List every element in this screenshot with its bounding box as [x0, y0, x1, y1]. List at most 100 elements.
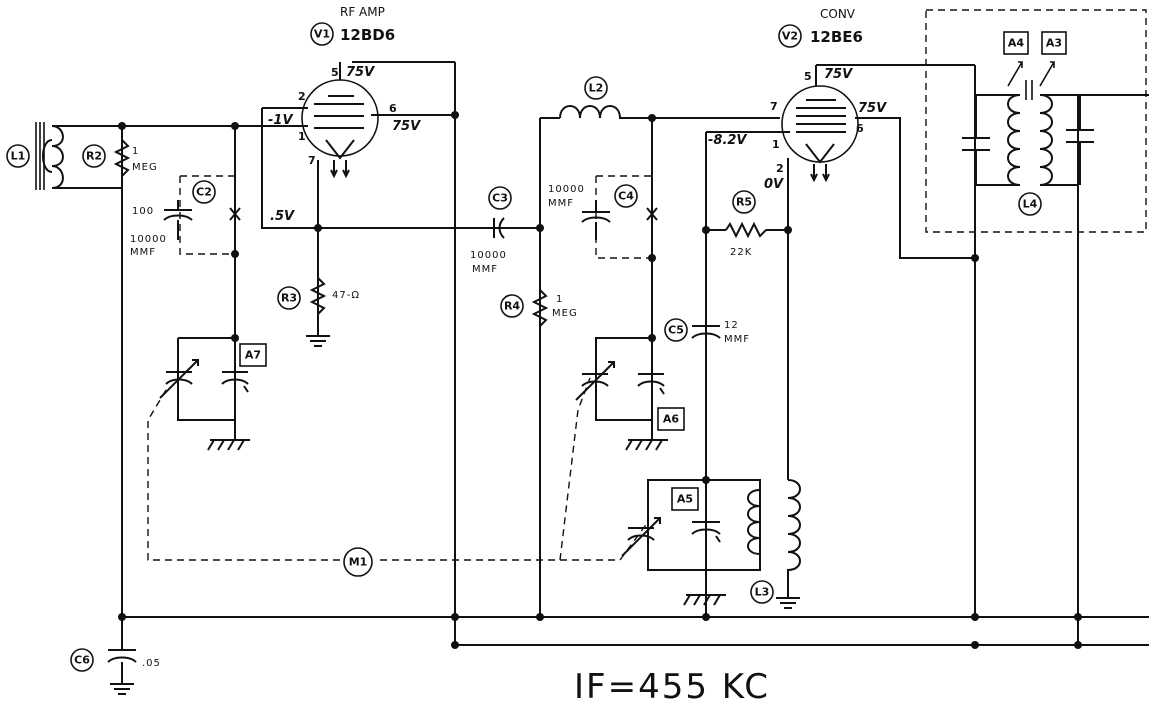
v1-pin6: 6 [389, 102, 397, 115]
v2-plate-volt: 75V [824, 67, 853, 82]
v1-role: RF AMP [340, 5, 385, 19]
c4-capacitor [581, 175, 658, 259]
a3-label: A3 [1046, 37, 1062, 50]
r4-bubble [500, 294, 524, 318]
c3-value-2: MMF [472, 264, 498, 275]
c4-bubble [614, 184, 638, 208]
a6-tuning-caps [575, 361, 668, 451]
gang-link-left [147, 389, 340, 561]
a5-box [671, 487, 699, 511]
v2-pin1: 1 [772, 138, 780, 151]
c2-value-b2: MMF [130, 247, 156, 258]
r2-value-1: 1 [132, 146, 139, 157]
a3-box [1041, 31, 1067, 55]
r2-value-2: MEG [132, 162, 158, 173]
gang-link-right [560, 521, 649, 561]
a4-label: A4 [1008, 37, 1025, 50]
r3-value: 47-Ω [332, 290, 360, 301]
v2-tube [781, 65, 859, 183]
v1-tube [301, 62, 379, 179]
c5-capacitor [691, 325, 721, 339]
m1-bubble [343, 547, 373, 577]
a7-label: A7 [245, 349, 261, 362]
v2-type: 12BE6 [810, 28, 863, 46]
a7-tuning-caps [159, 359, 250, 451]
v1-ref: V1 [314, 28, 330, 41]
v2-pin6: 6 [856, 122, 864, 135]
r5-label: R5 [736, 196, 752, 209]
c4-value-1: 10000 [548, 184, 585, 195]
v2-cathode-volt: 0V [764, 177, 784, 192]
c5-value-1: 12 [724, 320, 739, 331]
r3-resistor [306, 277, 330, 347]
c6-bubble [70, 648, 94, 672]
c2-label: C2 [196, 186, 212, 199]
a6-box [657, 407, 685, 431]
v1-pin7: 7 [308, 154, 316, 167]
c3-label: C3 [492, 192, 508, 205]
r5-bubble [732, 190, 756, 214]
gang-link-mid [380, 377, 591, 561]
r5-value: 22K [730, 247, 752, 258]
a4-box [1003, 31, 1029, 55]
v2-grid-volt: -8.2V [708, 133, 747, 148]
c6-label: C6 [74, 654, 90, 667]
l1-bubble [6, 144, 30, 168]
v2-pin5: 5 [804, 70, 812, 83]
a5-osc-tank [621, 480, 761, 606]
v1-pin1: 1 [298, 130, 306, 143]
v2-pin7: 7 [770, 100, 778, 113]
v1-pin2: 2 [298, 90, 306, 103]
c2-value-b1: 10000 [130, 234, 167, 245]
r5-resistor [725, 221, 767, 239]
r4-label: R4 [504, 300, 520, 313]
r2-resistor [113, 139, 131, 177]
bus-wires [52, 61, 1149, 650]
l1-antenna-coil [35, 122, 64, 190]
c5-label: C5 [668, 324, 684, 337]
if-frequency-note: IF=455 KC [574, 667, 770, 707]
a5-label: A5 [677, 493, 693, 506]
r2-bubble [82, 144, 106, 168]
c3-value-1: 10000 [470, 250, 507, 261]
a6-label: A6 [663, 413, 680, 426]
m1-label: M1 [349, 556, 368, 569]
v1-cathode-volt: .5V [270, 209, 295, 224]
l4-label: L4 [1023, 198, 1038, 211]
l2-label: L2 [589, 82, 604, 95]
v1-screen-volt: 75V [392, 119, 421, 134]
r4-resistor [531, 289, 549, 327]
r3-label: R3 [281, 292, 297, 305]
r4-value-1: 1 [556, 294, 563, 305]
l4-bubble [1018, 192, 1042, 216]
if-transformer [925, 9, 1147, 233]
v1-type: 12BD6 [340, 26, 395, 44]
c4-value-2: MMF [548, 198, 574, 209]
c4-label: C4 [618, 190, 634, 203]
v2-role: CONV [820, 7, 856, 21]
v1-bubble [310, 22, 334, 46]
c2-bubble [192, 180, 216, 204]
v2-bubble [778, 24, 802, 48]
c6-capacitor [107, 649, 137, 695]
l2-coil [559, 105, 628, 119]
v1-grid-volt: -1V [268, 113, 293, 128]
c6-value: .05 [142, 658, 161, 669]
v2-pin2: 2 [776, 162, 784, 175]
c2-value-a: 100 [132, 206, 154, 217]
l3-osc-coil [776, 479, 801, 609]
c3-bubble [488, 186, 512, 210]
v1-plate-volt: 75V [346, 65, 375, 80]
a7-box [239, 343, 267, 367]
l3-label: L3 [755, 586, 770, 599]
junction-dots [118, 111, 1082, 649]
c5-bubble [664, 318, 688, 342]
c5-value-2: MMF [724, 334, 750, 345]
r3-bubble [277, 286, 301, 310]
v2-ref: V2 [782, 30, 798, 43]
c2-capacitor [163, 175, 241, 255]
r2-label: R2 [86, 150, 102, 163]
v1-pin5: 5 [331, 66, 339, 79]
l1-label: L1 [11, 150, 26, 163]
